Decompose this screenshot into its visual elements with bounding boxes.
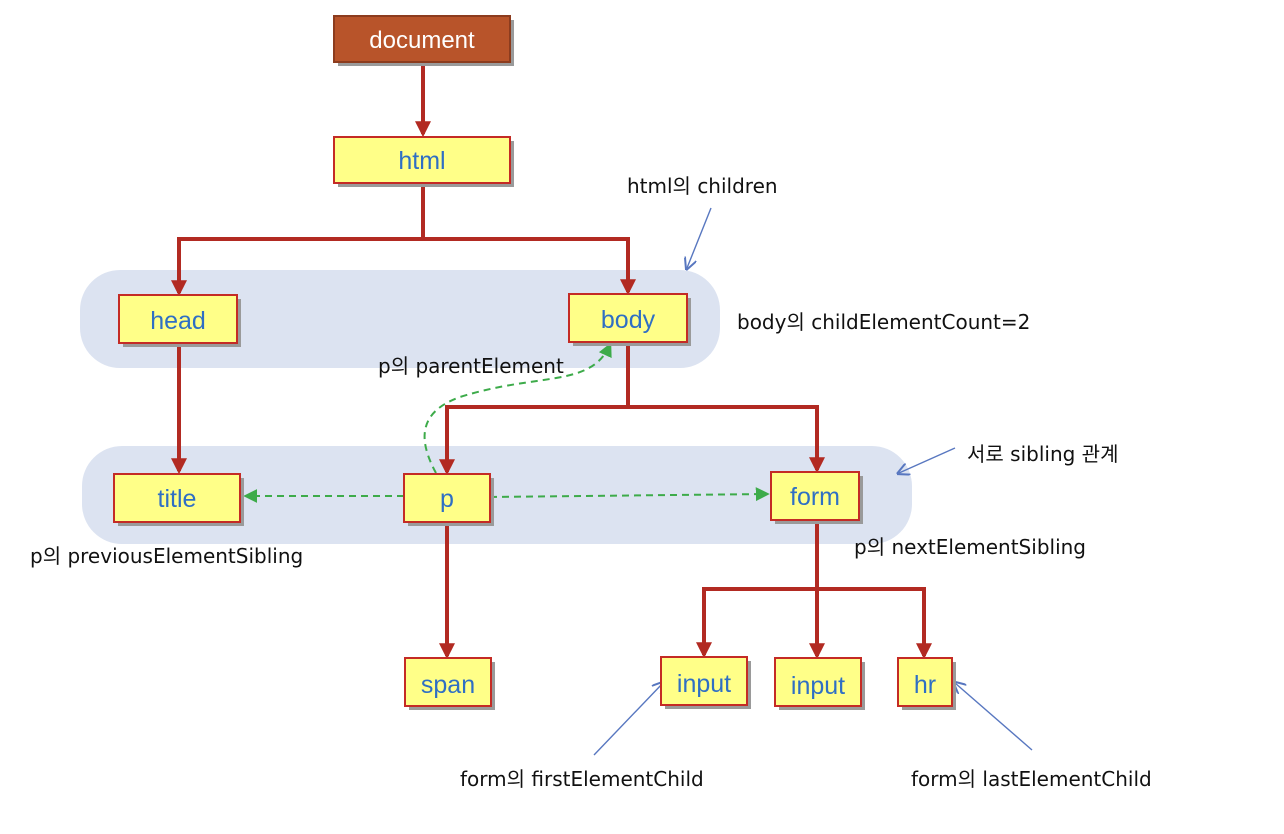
node-head: head (118, 294, 241, 347)
note-body-child-count: body의 childElementCount=2 (737, 310, 1030, 334)
pointer-children (687, 207, 712, 268)
edge-body-form (628, 405, 825, 474)
edge-form-hr (817, 587, 932, 660)
pointer-sibling (899, 447, 956, 473)
node-hr: hr (897, 657, 956, 710)
node-input-first-label: input (677, 670, 731, 698)
note-siblings: 서로 sibling 관계 (967, 442, 1118, 466)
note-form-first: form의 firstElementChild (460, 767, 704, 791)
arrow-p-to-next (489, 487, 770, 502)
node-title: title (113, 473, 244, 526)
node-body-label: body (601, 306, 656, 334)
sibling-group-band (82, 446, 912, 544)
node-input-second: input (774, 657, 865, 710)
edge-form-input1 (696, 518, 819, 659)
pointer-last-child (955, 683, 1033, 751)
note-p-next: p의 nextElementSibling (854, 535, 1086, 559)
node-html: html (333, 136, 514, 187)
note-p-parent: p의 parentElement (378, 354, 564, 378)
node-hr-label: hr (914, 671, 936, 699)
node-input-first: input (660, 656, 751, 709)
node-body: body (568, 293, 691, 346)
node-p-label: p (440, 485, 454, 513)
note-html-children: html의 children (627, 174, 778, 198)
node-html-label: html (398, 147, 445, 175)
node-input-second-label: input (791, 672, 845, 700)
node-form: form (770, 471, 863, 524)
node-head-label: head (150, 307, 206, 335)
tree-edges (171, 62, 932, 660)
note-p-previous: p의 previousElementSibling (30, 544, 303, 568)
pointer-first-child (593, 683, 663, 756)
edge-html-body (423, 237, 636, 296)
node-span-label: span (421, 671, 475, 699)
note-form-last: form의 lastElementChild (911, 767, 1152, 791)
node-span: span (404, 657, 495, 710)
node-document-label: document (369, 27, 475, 54)
node-form-label: form (790, 483, 840, 511)
edge-body-p (439, 343, 630, 476)
node-title-label: title (158, 485, 197, 513)
edge-html-head (171, 184, 425, 297)
node-p: p (403, 473, 494, 526)
node-document: document (333, 15, 514, 66)
